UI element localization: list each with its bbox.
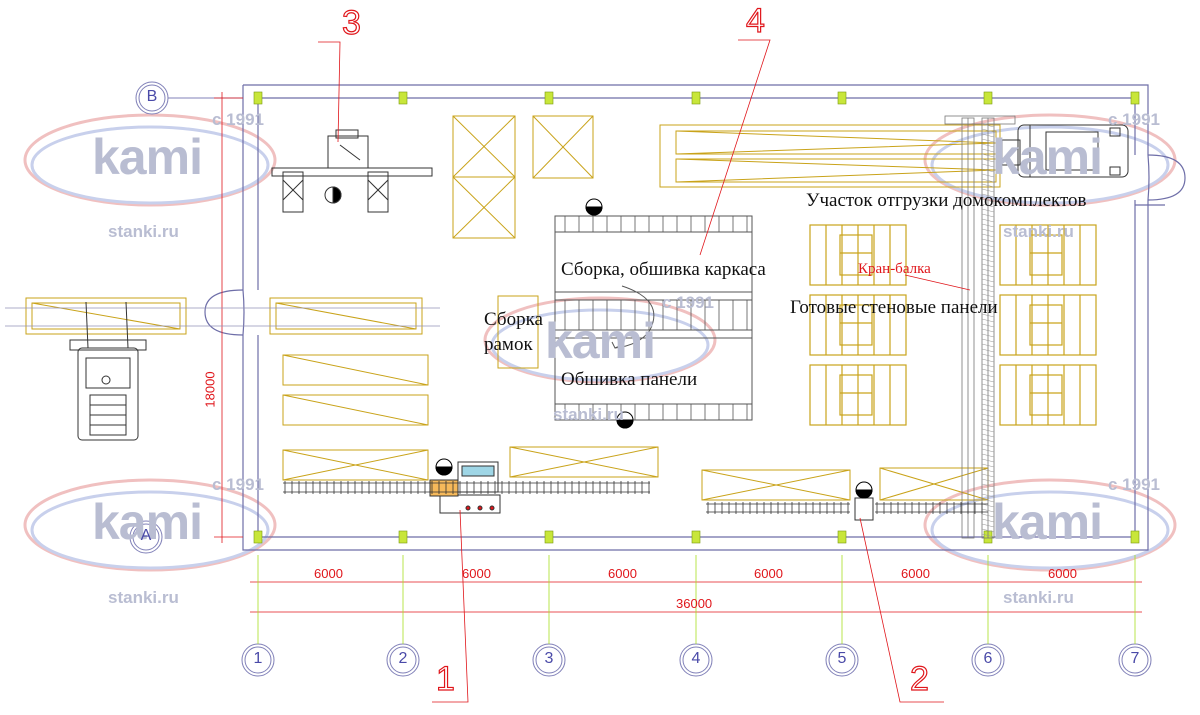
dimension-span-5: 6000 [901,566,930,581]
axis-label-1: 1 [253,650,263,667]
watermark-logo: kami [545,313,656,369]
dimension-width: 18000 [202,371,218,408]
column [1130,530,1140,544]
label-frame-assembly: Сборка, обшивка каркаса [561,259,766,280]
truck [1001,124,1129,178]
column [1130,91,1140,105]
column [691,530,701,544]
forklift [69,301,147,441]
wall-panel [809,294,907,356]
watermark-logo: kami [92,129,203,185]
roller-conveyors [283,481,988,514]
dimension-span-2: 6000 [462,566,491,581]
shipping-rack [659,124,1001,188]
column [837,530,847,544]
label-shipping-area: Участок отгрузки домокомплектов [806,190,1087,211]
dimension-span-1: 6000 [314,566,343,581]
column [983,91,993,105]
crane-rail-ticks [981,123,995,538]
watermark-logo: kami [92,494,203,550]
table-slats [564,216,748,420]
label-panel-sheathing: Обшивка панели [561,369,698,390]
dimension-span-3: 6000 [608,566,637,581]
material-storage [25,115,989,501]
crane-leader [904,274,971,291]
column [398,91,408,105]
column [837,91,847,105]
axis-label-7: 7 [1130,650,1140,667]
callout-2: 2 [909,659,929,698]
wall-panel [809,224,907,286]
column [544,530,554,544]
saw-station [271,129,433,213]
watermark-year: с 1991 [1108,475,1160,494]
callout-leaders [318,39,944,703]
dimension-span-4: 6000 [754,566,783,581]
column [253,91,263,105]
dimension-span-6: 6000 [1048,566,1077,581]
watermark-site: stanki.ru [1003,588,1074,607]
label-frames-line1: Сборка [484,309,543,330]
wall-panel [999,294,1097,356]
callout-1: 1 [435,659,455,698]
axis-label-3: 3 [544,650,554,667]
wall-panel [999,224,1097,286]
watermark-year: с 1991 [212,110,264,129]
watermark-year: с 1991 [662,293,714,312]
watermark-site: stanki.ru [1003,222,1074,241]
axis-label-6: 6 [983,650,993,667]
axis-label-2: 2 [398,650,408,667]
watermark-logo: kami [992,494,1103,550]
watermark-year: с 1991 [212,475,264,494]
axis-label-b: В [146,88,158,105]
label-finished-panels: Готовые стеновые панели [790,297,998,318]
wall-panel [809,364,907,426]
axis-label-5: 5 [837,650,847,667]
transport-line [5,307,440,327]
label-frames-line2: рамок [484,334,533,355]
dimension-total: 36000 [676,596,713,611]
crane-beam-rail [944,115,1016,539]
wall-panel [999,364,1097,426]
watermark-swooshes [23,113,1177,572]
axis-label-a: А [140,527,152,544]
dimension-extensions [257,555,1136,644]
label-crane-beam: Кран-балка [858,261,931,277]
watermark-logo: kami [992,129,1103,185]
assembly-table [554,215,753,421]
watermark-year: с 1991 [1108,110,1160,129]
axis-label-4: 4 [691,650,701,667]
column [691,91,701,105]
column [544,91,554,105]
finished-panels [809,224,1097,426]
column [398,530,408,544]
column [253,530,263,544]
watermark-site: stanki.ru [553,405,624,424]
callout-4: 4 [745,1,765,40]
operator-markers [435,198,873,499]
sheathing-station [854,497,874,521]
watermark-site: stanki.ru [108,588,179,607]
callout-3: 3 [341,3,361,42]
watermark-site: stanki.ru [108,222,179,241]
